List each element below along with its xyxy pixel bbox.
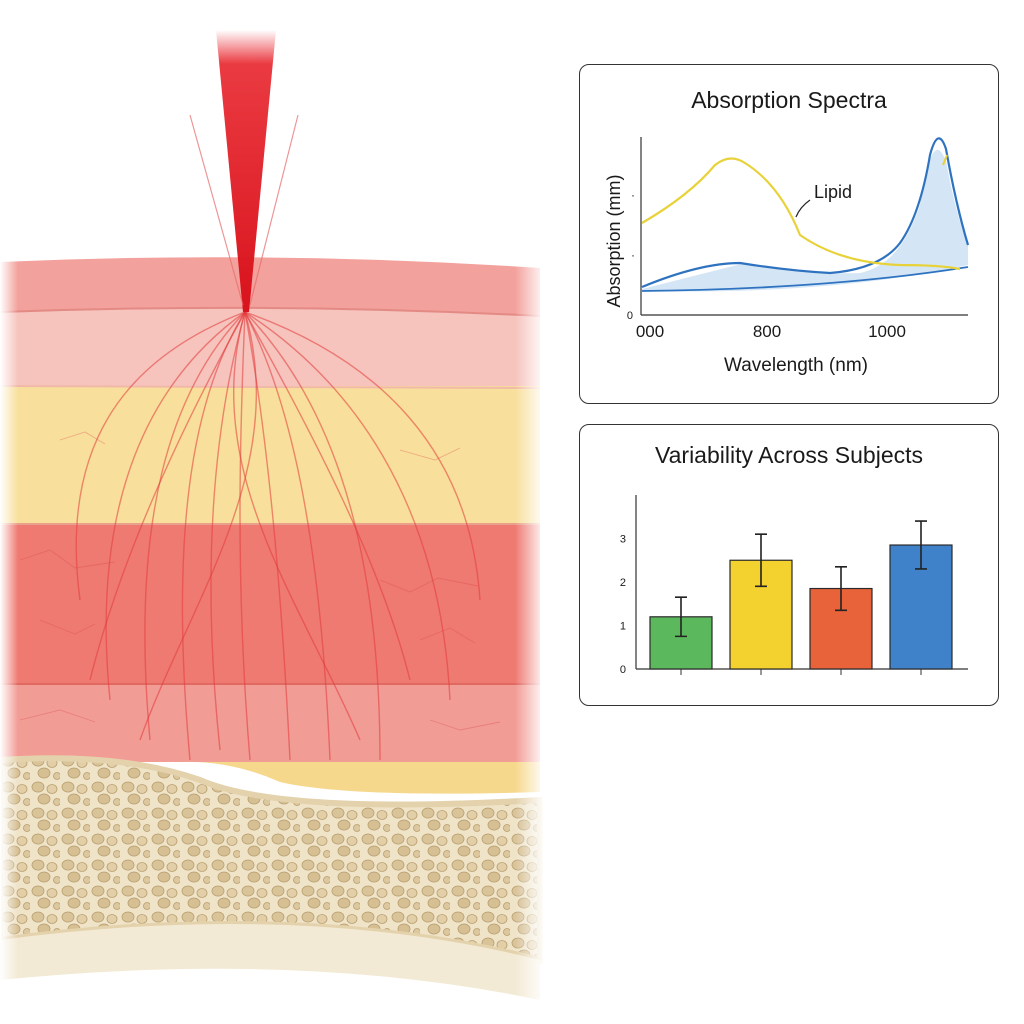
- dermis-layer: [0, 307, 540, 388]
- error-bar-4: [915, 520, 927, 570]
- muscle-layer: [0, 524, 540, 684]
- bar-y-tick: 1: [620, 621, 626, 633]
- spectra-x-tick: 1000: [868, 322, 906, 341]
- deep-tissue-layer: [0, 684, 540, 762]
- bar-y-tick: 2: [620, 577, 626, 589]
- capillary-network: [19, 431, 501, 731]
- blue-absorption-area: [642, 149, 968, 292]
- variability-title: Variability Across Subjects: [654, 442, 923, 468]
- error-bar-3: [835, 565, 847, 612]
- fat-band: [180, 761, 540, 794]
- spectra-plot: 0 · · Lipid 000 800 1000 Wavelength (nm)…: [604, 137, 970, 376]
- spectra-y-tick: ·: [631, 188, 635, 202]
- variability-panel: Variability Across Subjects 0 1 2 3: [579, 424, 999, 706]
- blue-baseline-curve: [641, 266, 969, 292]
- spectra-y-label: Absorption (mm): [604, 174, 624, 307]
- laser-beam: [216, 30, 276, 312]
- bar-y-tick: 3: [620, 534, 626, 546]
- spectra-x-tick: 000: [636, 322, 664, 341]
- epidermis-layer: [0, 257, 540, 316]
- spectra-y-tick: ·: [631, 248, 635, 262]
- bone-cortex: [0, 924, 540, 1000]
- absorption-spectra-panel: Absorption Spectra 0 · · Lipid 000 800 1…: [579, 64, 999, 404]
- fat-layer: [0, 386, 540, 524]
- spectra-title: Absorption Spectra: [691, 87, 887, 113]
- spectra-x-label: Wavelength (nm): [724, 355, 868, 376]
- lipid-annotation: Lipid: [814, 182, 852, 202]
- spectra-x-tick: 800: [753, 322, 781, 341]
- error-bar-1: [675, 596, 687, 638]
- error-bar-2: [755, 533, 767, 588]
- tissue-illustration: [0, 30, 545, 1000]
- yellow-absorption-curve: [641, 157, 961, 271]
- variability-bar-chart: 0 1 2 3: [620, 495, 968, 676]
- spectra-y-tick: 0: [627, 310, 633, 322]
- scattered-light-paths: [75, 311, 481, 761]
- tissue-layers: [0, 257, 543, 1000]
- blue-absorption-curve: [641, 137, 970, 289]
- bar-y-tick: 0: [620, 664, 626, 676]
